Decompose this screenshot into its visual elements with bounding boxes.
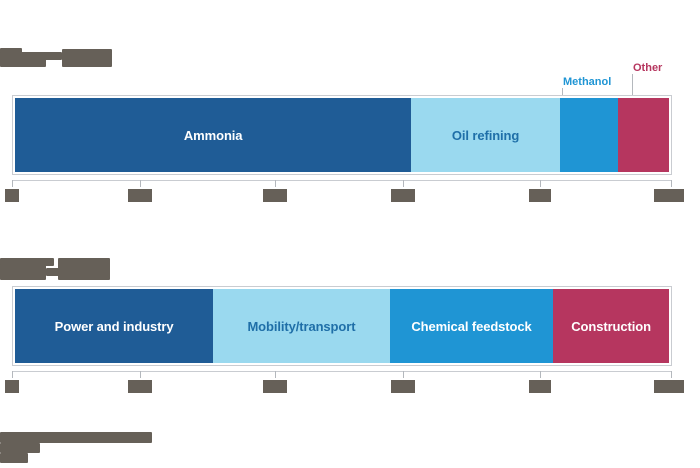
axis-tick-top-4 xyxy=(540,180,541,187)
axis-tick-label-top-2 xyxy=(263,189,287,202)
chart-top: Methanol Other Ammonia Oil refining xyxy=(0,0,700,210)
axis-tick-bottom-1 xyxy=(140,371,141,378)
axis-tick-bottom-4 xyxy=(540,371,541,378)
stacked-bar-bottom: Power and industry Mobility/transport Ch… xyxy=(12,286,672,366)
subheading-redact-bar-1 xyxy=(0,258,54,266)
callout-label-other: Other xyxy=(633,62,663,74)
footnote-redact-line-2 xyxy=(0,443,40,453)
headline-redact-bar-4 xyxy=(62,49,112,67)
bar-segments-top: Ammonia Oil refining xyxy=(15,98,669,172)
headline-redact-bar-2 xyxy=(0,52,46,67)
axis-tick-label-top-3 xyxy=(391,189,415,202)
axis-tick-label-bottom-1 xyxy=(128,380,152,393)
axis-tick-label-top-5 xyxy=(654,189,684,202)
axis-tick-label-top-4 xyxy=(529,189,551,202)
bar-segment-power-and-industry[interactable]: Power and industry xyxy=(15,289,214,363)
chart-bottom: Power and industry Mobility/transport Ch… xyxy=(0,0,700,393)
axis-tick-label-bottom-5 xyxy=(654,380,684,393)
stacked-bar-top: Ammonia Oil refining xyxy=(12,95,672,175)
axis-tick-top-3 xyxy=(403,180,404,187)
callout-rule-methanol xyxy=(562,88,563,99)
axis-tick-bottom-3 xyxy=(403,371,404,378)
bar-segment-methanol[interactable] xyxy=(559,98,618,172)
bar-segment-label-ammonia: Ammonia xyxy=(183,127,243,143)
bar-segment-chemical-feedstock[interactable]: Chemical feedstock xyxy=(389,289,554,363)
subheading-redact-bar-4 xyxy=(58,258,110,280)
bar-segment-label-mobility-transport: Mobility/transport xyxy=(247,318,356,334)
axis-tick-bottom-2 xyxy=(275,371,276,378)
axis-tick-bottom-0 xyxy=(12,371,13,378)
footnote-redact-line-3 xyxy=(0,453,28,463)
subheading-redact-bar-3 xyxy=(46,268,60,276)
bar-segment-label-chemical-feedstock: Chemical feedstock xyxy=(411,318,532,334)
callout-rule-other xyxy=(632,74,633,99)
bar-segment-mobility-transport[interactable]: Mobility/transport xyxy=(213,289,390,363)
bar-segment-label-oil-refining: Oil refining xyxy=(451,127,520,143)
axis-tick-top-2 xyxy=(275,180,276,187)
axis-bottom xyxy=(0,371,700,397)
axis-tick-label-top-0 xyxy=(5,189,19,202)
axis-line-bottom xyxy=(12,371,672,372)
subheading-redact-bar-2 xyxy=(0,264,46,280)
axis-tick-label-bottom-2 xyxy=(263,380,287,393)
callout-label-methanol: Methanol xyxy=(563,76,612,88)
axis-line-top xyxy=(12,180,672,181)
bar-segment-ammonia[interactable]: Ammonia xyxy=(15,98,412,172)
headline-redact-bar-3 xyxy=(44,52,62,60)
footnote-redact-line-1 xyxy=(0,432,152,443)
bar-segment-other[interactable] xyxy=(617,98,669,172)
bar-segment-construction[interactable]: Construction xyxy=(553,289,669,363)
axis-tick-top-0 xyxy=(12,180,13,187)
axis-tick-top-5 xyxy=(671,180,672,187)
bar-segment-label-power-and-industry: Power and industry xyxy=(54,318,174,334)
axis-tick-label-bottom-3 xyxy=(391,380,415,393)
axis-tick-label-bottom-4 xyxy=(529,380,551,393)
bar-segment-label-construction: Construction xyxy=(571,318,651,334)
axis-tick-bottom-5 xyxy=(671,371,672,378)
bar-segment-oil-refining[interactable]: Oil refining xyxy=(411,98,560,172)
axis-tick-label-bottom-0 xyxy=(5,380,19,393)
bar-segments-bottom: Power and industry Mobility/transport Ch… xyxy=(15,289,669,363)
axis-tick-top-1 xyxy=(140,180,141,187)
axis-top xyxy=(0,180,700,206)
axis-tick-label-top-1 xyxy=(128,189,152,202)
